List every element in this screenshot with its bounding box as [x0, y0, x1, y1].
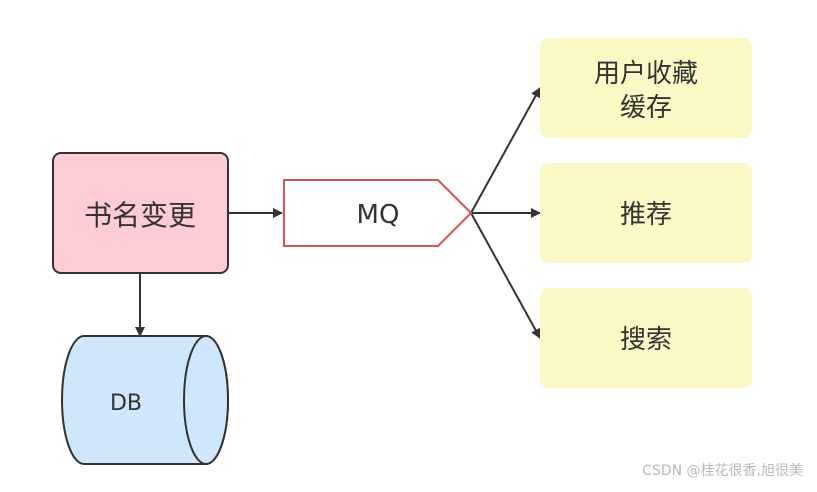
source-node-box	[52, 152, 229, 274]
target-node-recommend-box	[540, 163, 752, 263]
target-node-cache-box	[540, 38, 752, 138]
target-node-search-box	[540, 288, 752, 388]
target-node-search[interactable]: 搜索	[540, 288, 752, 388]
edge-mq-to-search	[470, 212, 541, 339]
target-node-cache[interactable]: 用户收藏 缓存	[540, 38, 752, 138]
mq-node[interactable]: MQ	[283, 179, 473, 247]
db-node-label: DB	[110, 391, 142, 416]
source-node-label: 书名变更	[84, 199, 196, 232]
db-node[interactable]: DB	[61, 335, 229, 465]
target-node-recommend[interactable]: 推荐	[540, 163, 752, 263]
edge-mq-to-cache	[470, 87, 541, 214]
target-node-search-label: 搜索	[620, 325, 672, 355]
target-node-recommend-label: 推荐	[620, 200, 672, 230]
watermark-text: CSDN @桂花很香,旭很美	[642, 463, 803, 479]
mq-node-label: MQ	[357, 200, 400, 230]
mq-node-shape	[283, 179, 473, 247]
target-node-cache-label-line1: 用户收藏	[594, 59, 698, 89]
db-cylinder-end	[183, 335, 229, 465]
source-node[interactable]: 书名变更	[52, 152, 229, 274]
target-node-cache-label-line2: 缓存	[620, 93, 672, 123]
